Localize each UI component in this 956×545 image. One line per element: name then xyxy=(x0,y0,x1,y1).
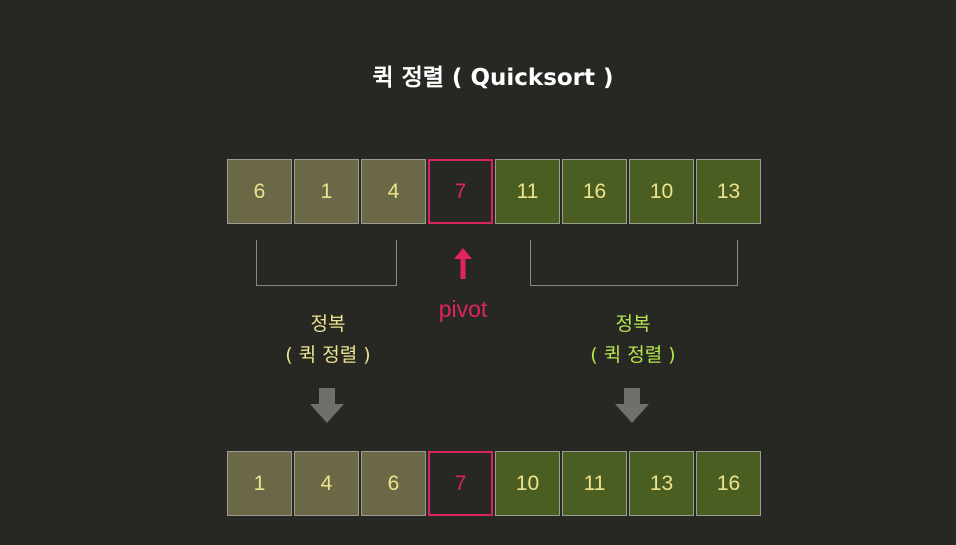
array-cell: 6 xyxy=(227,159,292,224)
array-cell: 13 xyxy=(629,451,694,516)
array-cell: 4 xyxy=(294,451,359,516)
pivot-cell: 7 xyxy=(428,451,493,516)
sorted-array: 1 4 6 7 10 11 13 16 xyxy=(227,451,761,516)
input-array: 6 1 4 7 11 16 10 13 xyxy=(227,159,761,224)
right-conquer-line2: ( 퀵 정렬 ) xyxy=(590,344,676,366)
array-cell: 6 xyxy=(361,451,426,516)
left-partition-bracket xyxy=(256,240,397,286)
array-cell: 4 xyxy=(361,159,426,224)
pivot-cell: 7 xyxy=(428,159,493,224)
pivot-label: pivot xyxy=(438,296,488,322)
right-down-arrow-icon xyxy=(615,388,649,423)
left-conquer-line2: ( 퀵 정렬 ) xyxy=(285,344,371,366)
array-cell: 16 xyxy=(562,159,627,224)
left-down-arrow-icon xyxy=(310,388,344,423)
pivot-up-arrow-icon xyxy=(454,248,472,279)
array-cell: 1 xyxy=(294,159,359,224)
array-cell: 11 xyxy=(495,159,560,224)
left-conquer-line1: 정복 xyxy=(310,313,346,335)
array-cell: 11 xyxy=(562,451,627,516)
diagram-title: 퀵 정렬 ( Quicksort ) xyxy=(372,65,614,91)
array-cell: 16 xyxy=(696,451,761,516)
array-cell: 13 xyxy=(696,159,761,224)
right-conquer-line1: 정복 xyxy=(615,313,651,335)
left-conquer-label: 정복 ( 퀵 정렬 ) xyxy=(248,309,408,371)
array-cell: 1 xyxy=(227,451,292,516)
array-cell: 10 xyxy=(495,451,560,516)
array-cell: 10 xyxy=(629,159,694,224)
right-partition-bracket xyxy=(530,240,738,286)
right-conquer-label: 정복 ( 퀵 정렬 ) xyxy=(553,309,713,371)
